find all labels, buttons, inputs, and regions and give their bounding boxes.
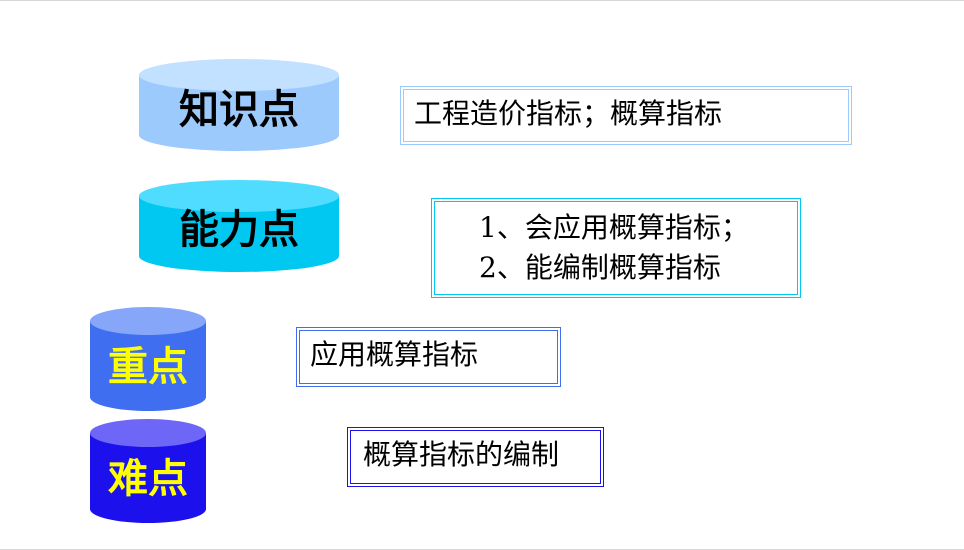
- ability-cylinder: 能力点: [139, 180, 339, 272]
- difficulty-text: 概算指标的编制: [363, 438, 560, 471]
- ability-text-line-2: 2、能编制概算指标: [479, 251, 721, 284]
- ability-text-line-1: 1、会应用概算指标；: [479, 211, 749, 244]
- knowledge-box: 工程造价指标；概算指标: [400, 86, 852, 145]
- key-cylinder: 重点: [90, 307, 206, 411]
- difficulty-box: 概算指标的编制: [347, 427, 604, 487]
- knowledge-text: 工程造价指标；概算指标: [414, 97, 723, 130]
- knowledge-cylinder: 知识点: [139, 59, 339, 151]
- knowledge-label: 知识点: [179, 87, 299, 133]
- ability-label: 能力点: [179, 207, 299, 253]
- key-box: 应用概算指标: [296, 327, 561, 387]
- key-text: 应用概算指标: [310, 338, 479, 371]
- key-label: 重点: [108, 344, 188, 390]
- difficulty-cylinder: 难点: [90, 419, 206, 523]
- top-edge: [0, 0, 964, 1]
- difficulty-label: 难点: [108, 456, 188, 502]
- ability-box: 1、会应用概算指标； 2、能编制概算指标: [431, 198, 801, 298]
